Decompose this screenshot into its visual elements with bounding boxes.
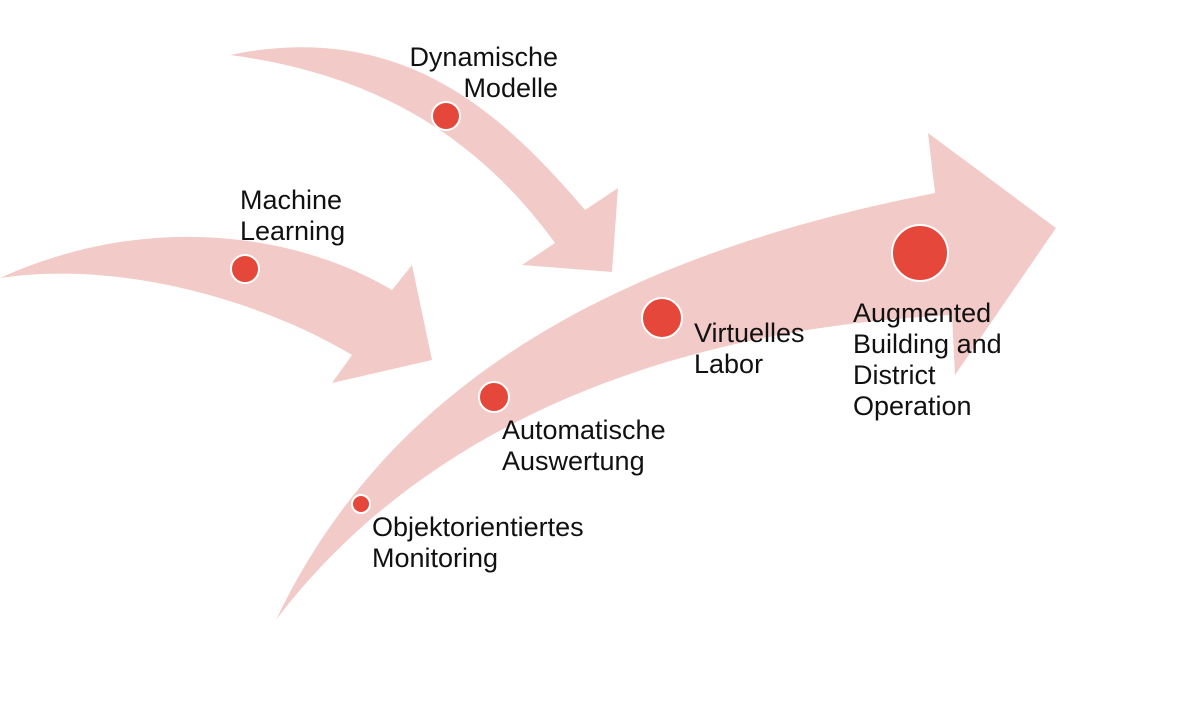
label-objektorientiertes-monitoring: Objektorientiertes Monitoring	[372, 512, 584, 574]
label-line: Operation	[853, 391, 972, 421]
label-line: Labor	[694, 349, 764, 379]
dot-automatische-auswertung	[478, 381, 510, 413]
label-line: Building and	[853, 329, 1002, 359]
label-line: Objektorientiertes	[372, 512, 584, 542]
label-line: Virtuelles	[694, 318, 805, 348]
label-line: District	[853, 360, 936, 390]
label-line: Modelle	[463, 73, 558, 103]
label-automatische-auswertung: Automatische Auswertung	[502, 415, 666, 477]
label-line: Learning	[240, 216, 346, 246]
dot-objektorientiertes-monitoring	[351, 494, 371, 514]
label-line: Machine	[240, 185, 343, 215]
label-machine-learning: Machine Learning	[240, 185, 345, 247]
label-line: Dynamische	[409, 42, 558, 72]
dot-machine-learning	[230, 254, 260, 284]
label-dynamische-modelle: Dynamische Modelle	[409, 42, 558, 104]
label-augmented-building: Augmented Building and District Operatio…	[853, 298, 1002, 422]
arrow-machine-learning	[0, 236, 432, 383]
dot-virtuelles-labor	[641, 297, 683, 339]
arrow-dynamische-modelle	[230, 47, 618, 273]
dot-dynamische-modelle	[431, 101, 461, 131]
arrow-main-timeline	[276, 133, 1056, 620]
label-line: Monitoring	[372, 543, 499, 573]
label-virtuelles-labor: Virtuelles Labor	[694, 318, 805, 380]
label-line: Automatische	[502, 415, 666, 445]
dot-augmented-building	[891, 224, 949, 282]
label-line: Auswertung	[502, 446, 645, 476]
label-line: Augmented	[853, 298, 992, 328]
